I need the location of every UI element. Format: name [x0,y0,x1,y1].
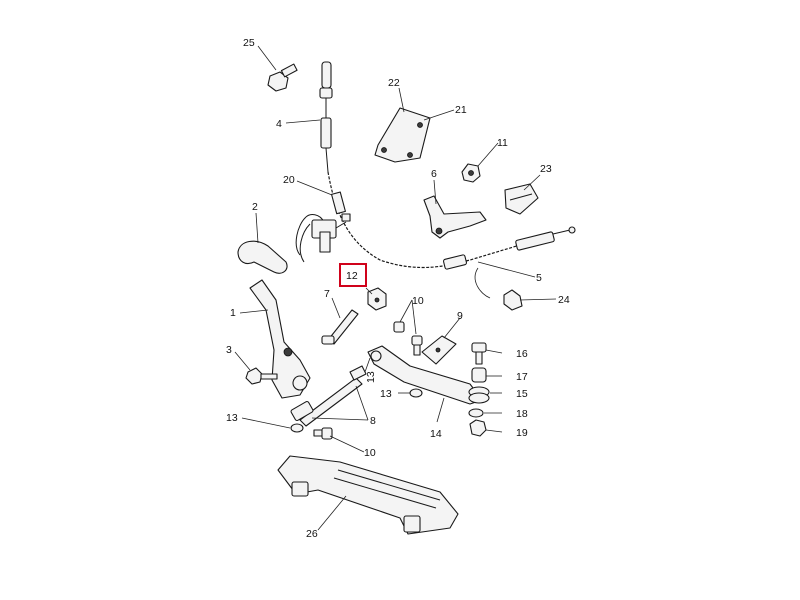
part-11-nut [461,163,481,183]
callout-19: 19 [516,427,528,439]
part-25-bolt [267,63,298,92]
part-13-washer-lower [290,423,304,433]
callout-26: 26 [306,528,318,540]
part-10-bolts-upper [393,321,423,356]
part-17-spacer [471,367,487,383]
part-9-clamp [421,335,457,365]
callout-16: 16 [516,348,528,360]
part-15-bushing [468,386,490,404]
part-4-cable [319,61,521,269]
callout-17: 17 [516,371,528,383]
callout-25: 25 [243,37,255,49]
part-6-lever [423,195,487,239]
part-5-cable-end [442,226,576,270]
callout-24: 24 [558,294,570,306]
part-19-nut [469,419,487,437]
callout-14: 14 [430,428,442,440]
callout-labels: 25 4 22 21 11 23 6 20 2 5 24 1 7 12 10 9… [226,37,570,540]
leader-lines [234,45,557,531]
callout-20: 20 [283,174,295,186]
switch-harness [295,214,347,263]
part-10-bolt-lower [313,427,333,440]
part-22-bracket [374,107,431,163]
callout-7: 7 [324,288,330,300]
part-8-rod-assembly [290,365,367,427]
part-20-clip [330,191,351,222]
callout-3: 3 [226,344,232,356]
callout-9: 9 [457,310,463,322]
part-16-bolt [471,342,487,365]
part-3-bolt [245,367,278,385]
part-7-pin [321,309,359,345]
callout-10-upper: 10 [412,295,424,307]
callout-18: 18 [516,408,528,420]
part-1-pedal-arm [249,279,311,399]
part-23-clip [504,183,539,215]
part-2-pedal-pad [237,240,288,274]
callout-23: 23 [540,163,552,175]
callout-4: 4 [276,118,282,130]
callout-6: 6 [431,168,437,180]
part-13-washer-upper [409,388,423,398]
callout-5: 5 [536,272,542,284]
callout-1: 1 [230,307,236,319]
part-26-crossmember [277,455,459,535]
highlight-box [339,263,367,287]
callout-2: 2 [252,201,258,213]
callout-15: 15 [516,388,528,400]
callout-8: 8 [370,415,376,427]
callout-10-lower: 10 [364,447,376,459]
callout-11: 11 [497,137,508,149]
callout-13-side: 13 [365,371,377,383]
callout-13-lower: 13 [226,412,238,424]
callout-21: 21 [455,104,467,116]
part-18-washer [468,408,484,418]
callout-12[interactable]: 12 [346,270,358,282]
callout-13-upper: 13 [380,388,392,400]
callout-22: 22 [388,77,400,89]
part-24-clip [503,289,523,311]
part-12-block [367,287,387,311]
